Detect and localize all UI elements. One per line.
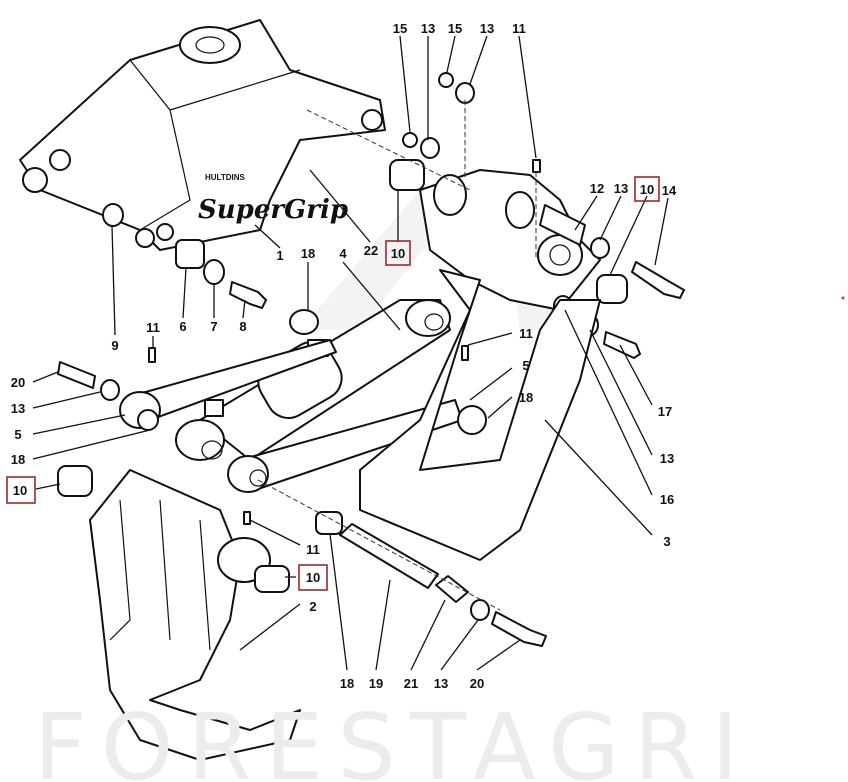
svg-text:13: 13 xyxy=(660,451,674,466)
svg-text:1: 1 xyxy=(276,248,283,263)
bushing-6 xyxy=(175,239,205,269)
bushing-10 xyxy=(389,159,425,191)
leader-lines xyxy=(32,35,669,671)
svg-text:18: 18 xyxy=(11,452,25,467)
svg-text:20: 20 xyxy=(11,375,25,390)
highlight-box xyxy=(6,476,36,504)
highlight-box xyxy=(385,240,411,266)
svg-text:4: 4 xyxy=(339,246,347,261)
svg-text:11: 11 xyxy=(306,542,320,557)
cylinder xyxy=(175,299,451,461)
svg-text:16: 16 xyxy=(660,492,674,507)
svg-text:12: 12 xyxy=(590,181,604,196)
svg-text:15: 15 xyxy=(448,21,462,36)
boom-frame: HULTDINS SuperGrip xyxy=(19,19,386,251)
logo-brand: HULTDINS xyxy=(205,173,246,182)
svg-text:15: 15 xyxy=(393,21,407,36)
bushing-10 xyxy=(57,465,93,497)
washer-13 xyxy=(100,379,120,401)
svg-text:10: 10 xyxy=(640,182,654,197)
svg-text:10: 10 xyxy=(391,246,405,261)
svg-text:19: 19 xyxy=(369,676,383,691)
svg-text:5: 5 xyxy=(522,358,529,373)
highlight-box xyxy=(634,176,660,202)
bolt-20 xyxy=(491,611,547,647)
svg-text:21: 21 xyxy=(404,676,418,691)
svg-text:11: 11 xyxy=(519,326,533,341)
svg-text:6: 6 xyxy=(179,319,186,334)
grab-arm-right xyxy=(359,269,601,561)
svg-text:10: 10 xyxy=(306,570,320,585)
washer-7 xyxy=(203,259,225,285)
bolt-8 xyxy=(229,281,267,309)
svg-text:11: 11 xyxy=(512,21,526,36)
bushing-18 xyxy=(137,409,159,431)
svg-text:10: 10 xyxy=(13,483,27,498)
svg-text:13: 13 xyxy=(421,21,435,36)
svg-text:8: 8 xyxy=(239,319,246,334)
svg-text:9: 9 xyxy=(111,338,118,353)
svg-text:13: 13 xyxy=(614,181,628,196)
svg-text:2: 2 xyxy=(309,599,316,614)
svg-text:22: 22 xyxy=(364,243,378,258)
svg-text:18: 18 xyxy=(519,390,533,405)
svg-text:14: 14 xyxy=(662,183,677,198)
svg-text:17: 17 xyxy=(658,404,672,419)
logo-product: SuperGrip xyxy=(198,195,348,225)
callouts: 15 13 15 13 11 12 13 10 14 10 1 18 4 22 … xyxy=(6,21,677,691)
nut-15 xyxy=(402,132,418,148)
bushing-18 xyxy=(289,309,319,335)
grease-nipple-11 xyxy=(461,345,469,361)
rotator-head xyxy=(419,169,685,359)
bushing-18 xyxy=(315,511,343,535)
red-dot-marker xyxy=(841,296,845,300)
pin-19 xyxy=(339,523,439,589)
grease-nipple-11 xyxy=(243,511,251,525)
nut-15 xyxy=(438,72,454,88)
watermark: FORESTAGRI xyxy=(34,694,753,782)
svg-text:20: 20 xyxy=(470,676,484,691)
svg-text:18: 18 xyxy=(340,676,354,691)
washer-13 xyxy=(470,599,490,621)
svg-text:7: 7 xyxy=(210,319,217,334)
highlight-box xyxy=(298,564,328,591)
grease-nipple-11 xyxy=(148,347,156,363)
spacer-21 xyxy=(435,575,469,603)
grease-nipple-11 xyxy=(532,159,541,173)
svg-text:11: 11 xyxy=(146,320,160,335)
svg-text:18: 18 xyxy=(301,246,315,261)
bushing-10 xyxy=(254,565,290,593)
svg-text:13: 13 xyxy=(480,21,494,36)
grab-arm-left xyxy=(89,469,301,761)
svg-text:13: 13 xyxy=(434,676,448,691)
bushing-18 xyxy=(457,405,487,435)
svg-text:5: 5 xyxy=(14,427,21,442)
link-eye-lower xyxy=(227,455,269,493)
svg-text:3: 3 xyxy=(663,534,670,549)
washer-13 xyxy=(420,137,440,159)
washer-9 xyxy=(102,203,124,227)
svg-text:13: 13 xyxy=(11,401,25,416)
bolt-20 xyxy=(57,361,96,389)
